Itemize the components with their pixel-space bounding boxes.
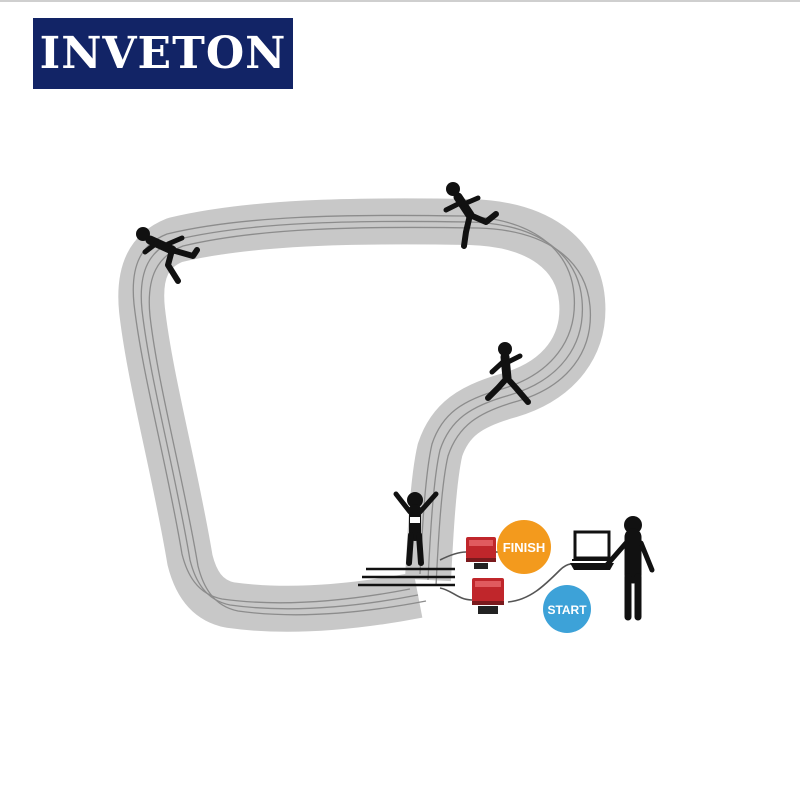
start-label: START: [547, 603, 587, 617]
brand-name: INVETON: [39, 27, 287, 79]
finisher-icon: [393, 491, 439, 566]
rfid-reader-icon: [472, 578, 504, 614]
laptop-icon: [570, 530, 614, 570]
finish-badge: FINISH: [497, 520, 551, 574]
runner-icon: [443, 182, 499, 249]
top-divider: [0, 0, 800, 2]
track-lane-line: [140, 220, 584, 610]
start-badge: START: [543, 585, 591, 633]
rfid-reader-icon: [466, 537, 496, 569]
runner-icon: [485, 342, 531, 405]
track-lane-line: [132, 214, 576, 604]
timing-mat: [358, 567, 455, 587]
finish-label: FINISH: [503, 540, 546, 555]
runner-icon: [136, 227, 200, 284]
brand-logo: INVETON: [33, 18, 293, 89]
track-lane-line: [148, 226, 592, 616]
running-track: [118, 198, 606, 632]
operator-icon: [603, 516, 655, 621]
